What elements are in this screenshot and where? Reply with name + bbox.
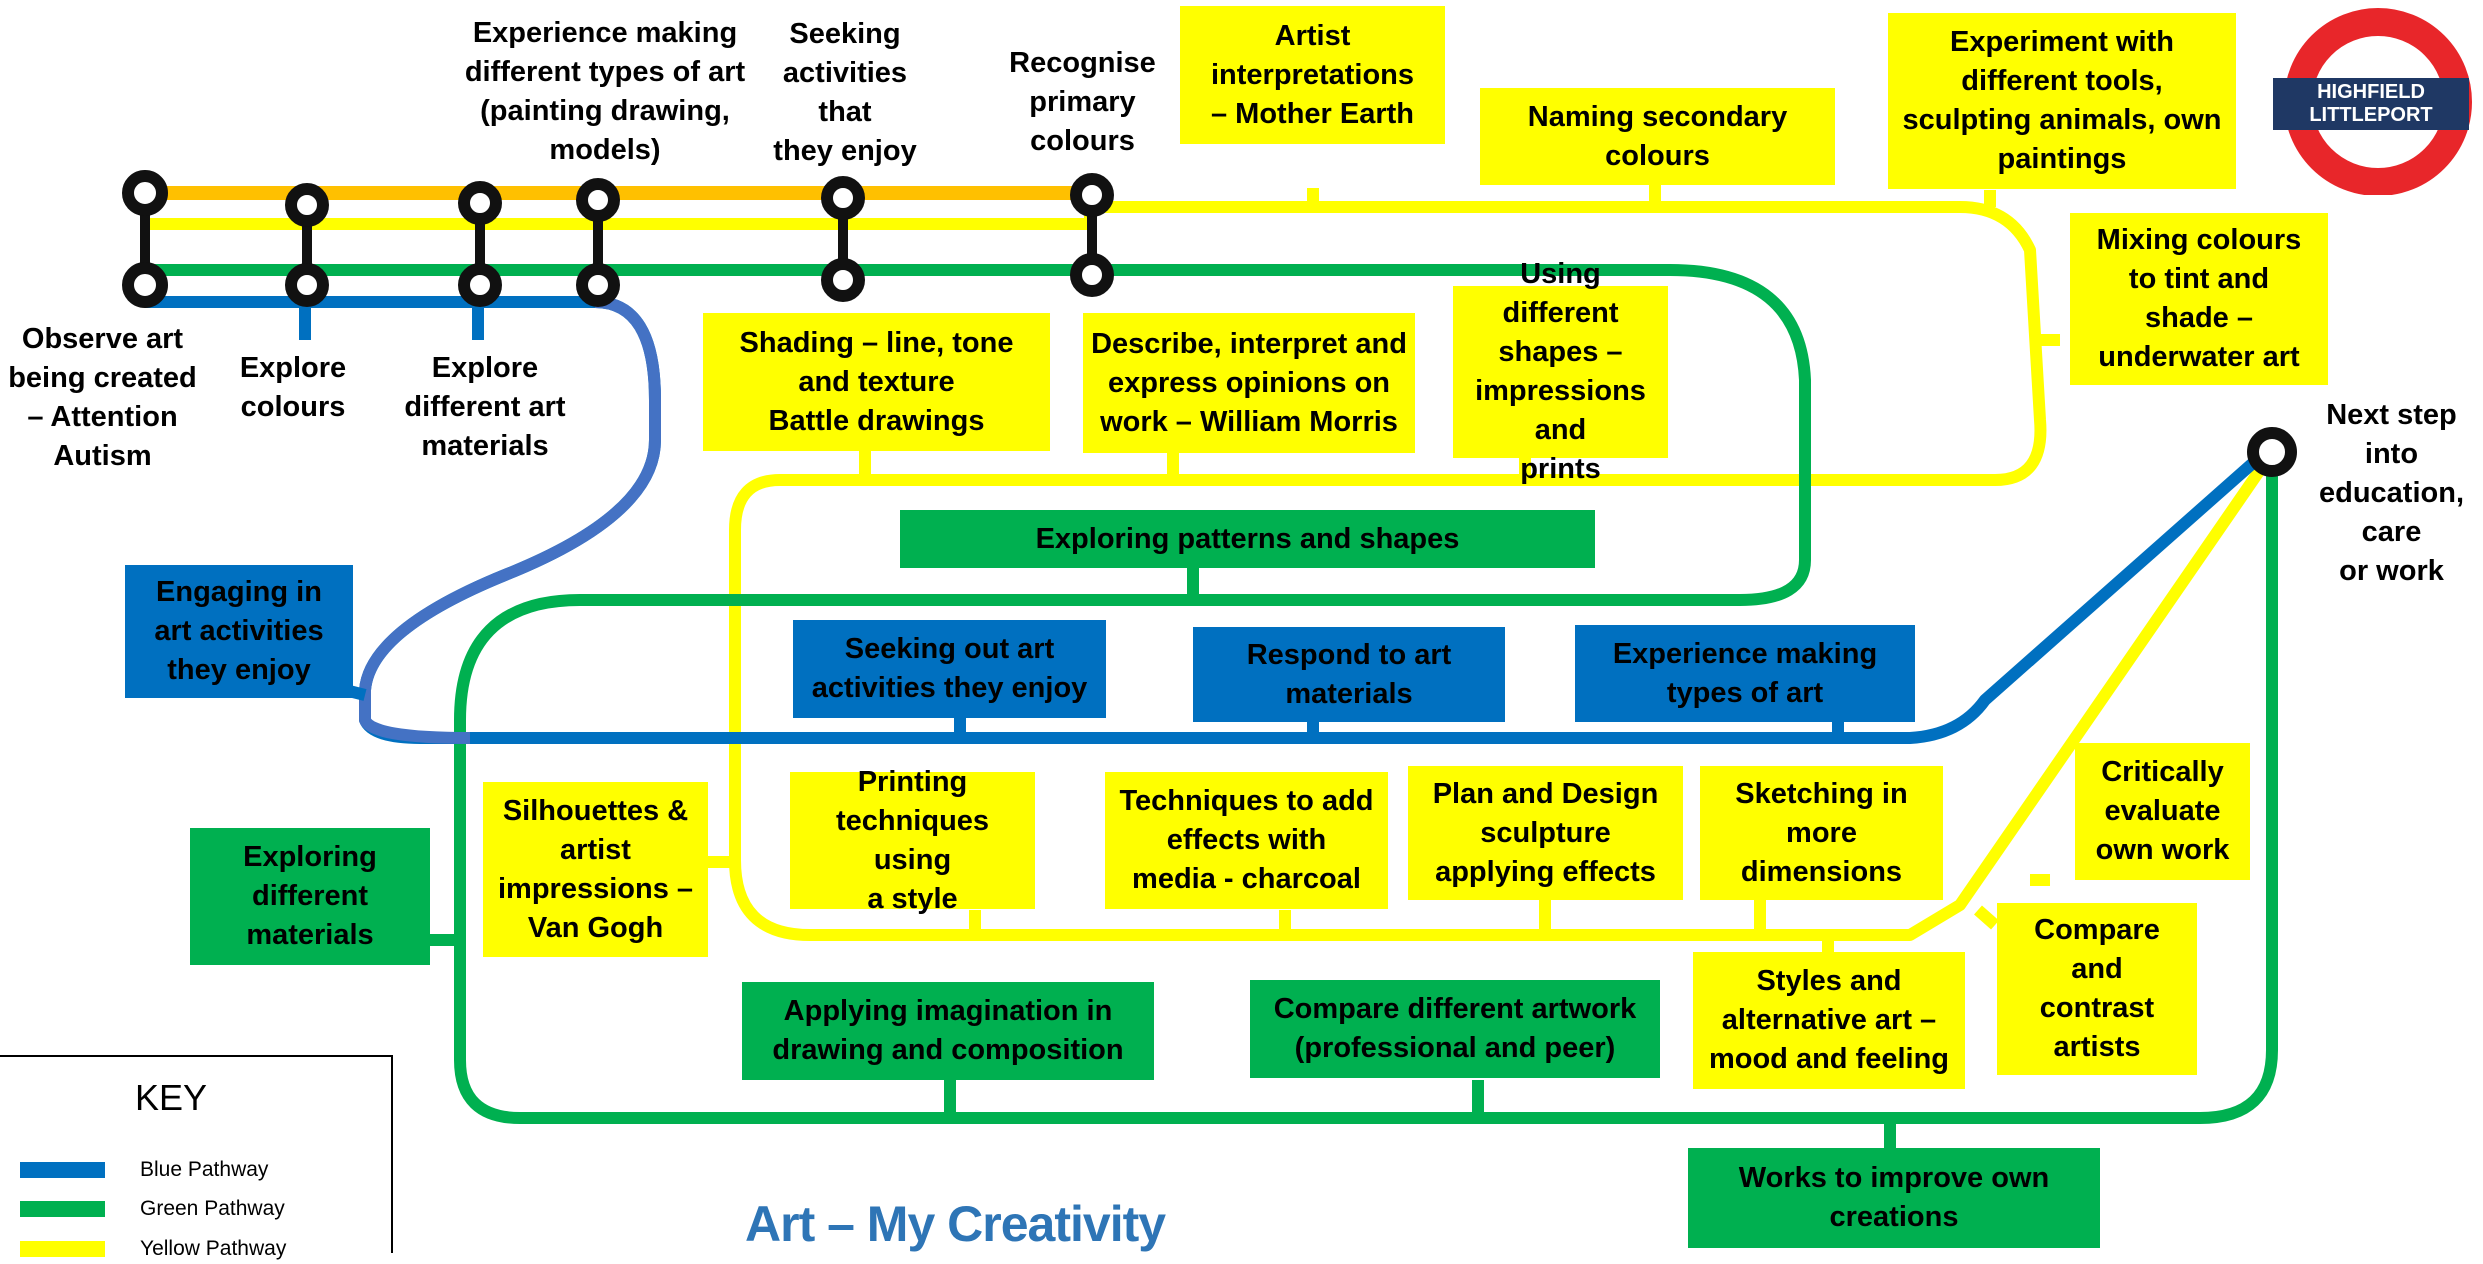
key-label-yellow: Yellow Pathway [140, 1237, 287, 1260]
key-row-blue: Blue Pathway [20, 1155, 268, 1185]
label-techniques-effects: Techniques to add effects with media - c… [1105, 772, 1388, 909]
label-plan-design: Plan and Design sculpture applying effec… [1408, 766, 1683, 900]
label-experiment-tools: Experiment with different tools, sculpti… [1888, 13, 2236, 189]
label-experience-making-top: Experience making different types of art… [464, 17, 746, 166]
key-legend: KEY Blue Pathway Green Pathway Yellow Pa… [0, 1055, 393, 1260]
logo-line-1: HIGHFIELD [2317, 81, 2425, 103]
key-swatch-green [20, 1201, 105, 1217]
label-artist-interpretations: Artist interpretations – Mother Earth [1180, 6, 1445, 144]
key-swatch-blue [20, 1162, 105, 1178]
label-experience-types: Experience making types of art [1575, 625, 1915, 722]
label-mixing-colours: Mixing colours to tint and shade – under… [2070, 213, 2328, 385]
label-seeking-activities: Seeking activities that they enjoy [773, 17, 917, 167]
label-explore-materials: Explore different art materials [404, 352, 566, 462]
label-sketching: Sketching in more dimensions [1700, 766, 1943, 900]
label-recognise-primary: Recognise primary colours [1009, 47, 1156, 157]
label-printing: Printing techniques using a style [790, 766, 1035, 915]
label-compare-contrast: Compare and contrast artists [1997, 903, 2197, 1075]
label-describe-interpret: Describe, interpret and express opinions… [1083, 313, 1415, 453]
blue-line-light-segment [359, 296, 661, 744]
label-silhouettes: Silhouettes & artist impressions – Van G… [483, 782, 708, 957]
label-exploring-patterns: Exploring patterns and shapes [900, 510, 1595, 568]
label-connectors [299, 184, 2060, 1150]
key-title: KEY [135, 1077, 208, 1118]
label-critically-evaluate: Critically evaluate own work [2075, 743, 2250, 880]
label-naming-secondary: Naming secondary colours [1480, 88, 1835, 185]
key-row-yellow: Yellow Pathway [20, 1234, 286, 1264]
label-using-shapes: Using different shapes – impressions and… [1453, 258, 1668, 485]
label-applying-imagination: Applying imagination in drawing and comp… [742, 982, 1154, 1080]
label-works-improve: Works to improve own creations [1688, 1148, 2100, 1248]
label-exploring-materials: Exploring different materials [190, 828, 430, 965]
highfield-littleport-logo [2273, 8, 2472, 195]
label-respond-materials: Respond to art materials [1193, 627, 1505, 722]
station-circles [122, 170, 2297, 477]
label-compare-artwork: Compare different artwork (professional … [1250, 980, 1660, 1078]
label-styles-alternative: Styles and alternative art – mood and fe… [1693, 952, 1965, 1089]
label-observe-art: Observe art being created – Attention Au… [8, 323, 197, 472]
label-shading: Shading – line, tone and texture Battle … [703, 313, 1050, 451]
key-label-green: Green Pathway [140, 1197, 285, 1220]
key-swatch-yellow [20, 1241, 105, 1257]
label-seeking-out: Seeking out art activities they enjoy [793, 620, 1106, 718]
yellow-line [145, 201, 2265, 941]
label-explore-colours: Explore colours [239, 351, 347, 423]
label-next-step: Next step into education, care or work [2318, 398, 2464, 587]
key-row-green: Green Pathway [20, 1194, 285, 1224]
label-engaging: Engaging in art activities they enjoy [125, 565, 353, 698]
page-title: Art – My Creativity [745, 1196, 1166, 1252]
logo-line-2: LITTLEPORT [2309, 104, 2433, 126]
key-label-blue: Blue Pathway [140, 1158, 269, 1181]
logo-text: HIGHFIELD LITTLEPORT [2273, 78, 2469, 130]
green-line [145, 264, 2278, 1124]
